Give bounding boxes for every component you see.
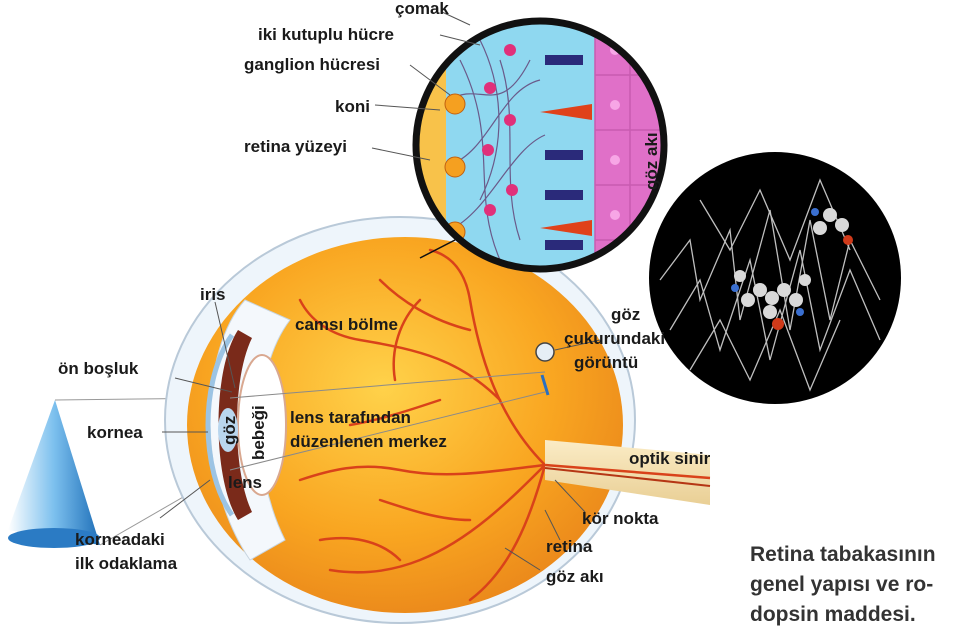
- label-lens-center-2: düzenlenen merkez: [290, 432, 447, 451]
- label-goz-pupil: göz: [220, 416, 239, 445]
- label-goz-cukurundaki-2: çukurundaki: [564, 329, 665, 348]
- label-retina-yuzeyi: retina yüzeyi: [244, 137, 347, 156]
- label-kornea: kornea: [87, 423, 143, 442]
- label-camsi-bolme: camsı bölme: [295, 315, 398, 334]
- label-goz-aki-inset: göz akı: [642, 132, 661, 190]
- label-korneadaki-1: korneadaki: [75, 530, 165, 549]
- label-kor-nokta: kör nokta: [582, 509, 659, 528]
- caption-line-2: genel yapısı ve ro-: [750, 570, 970, 600]
- label-comak: çomak: [395, 0, 449, 18]
- caption-line-3: dopsin maddesi.: [750, 600, 970, 630]
- label-goz-aki: göz akı: [546, 567, 604, 586]
- figure-caption: Retina tabakasının genel yapısı ve ro- d…: [750, 540, 970, 630]
- label-goz-cukurundaki-3: görüntü: [574, 353, 638, 372]
- label-lens: lens: [228, 473, 262, 492]
- label-korneadaki-2: ilk odaklama: [75, 554, 178, 573]
- label-lens-center-1: lens tarafından: [290, 408, 411, 427]
- label-koni: koni: [335, 97, 370, 116]
- label-ganglion-hucresi: ganglion hücresi: [244, 55, 380, 74]
- label-bebegi: bebeği: [249, 405, 268, 460]
- retina-inset: [416, 20, 665, 280]
- label-optik-sinir: optik sinir: [629, 449, 711, 468]
- label-iris: iris: [200, 285, 226, 304]
- caption-line-1: Retina tabakasının: [750, 540, 970, 570]
- label-retina: retina: [546, 537, 593, 556]
- label-on-bosluk: ön boşluk: [58, 359, 139, 378]
- label-iki-kutuplu-hucre: iki kutuplu hücre: [258, 25, 394, 44]
- rhodopsin-molecule: [649, 152, 901, 404]
- label-goz-cukurundaki-1: göz: [611, 305, 640, 324]
